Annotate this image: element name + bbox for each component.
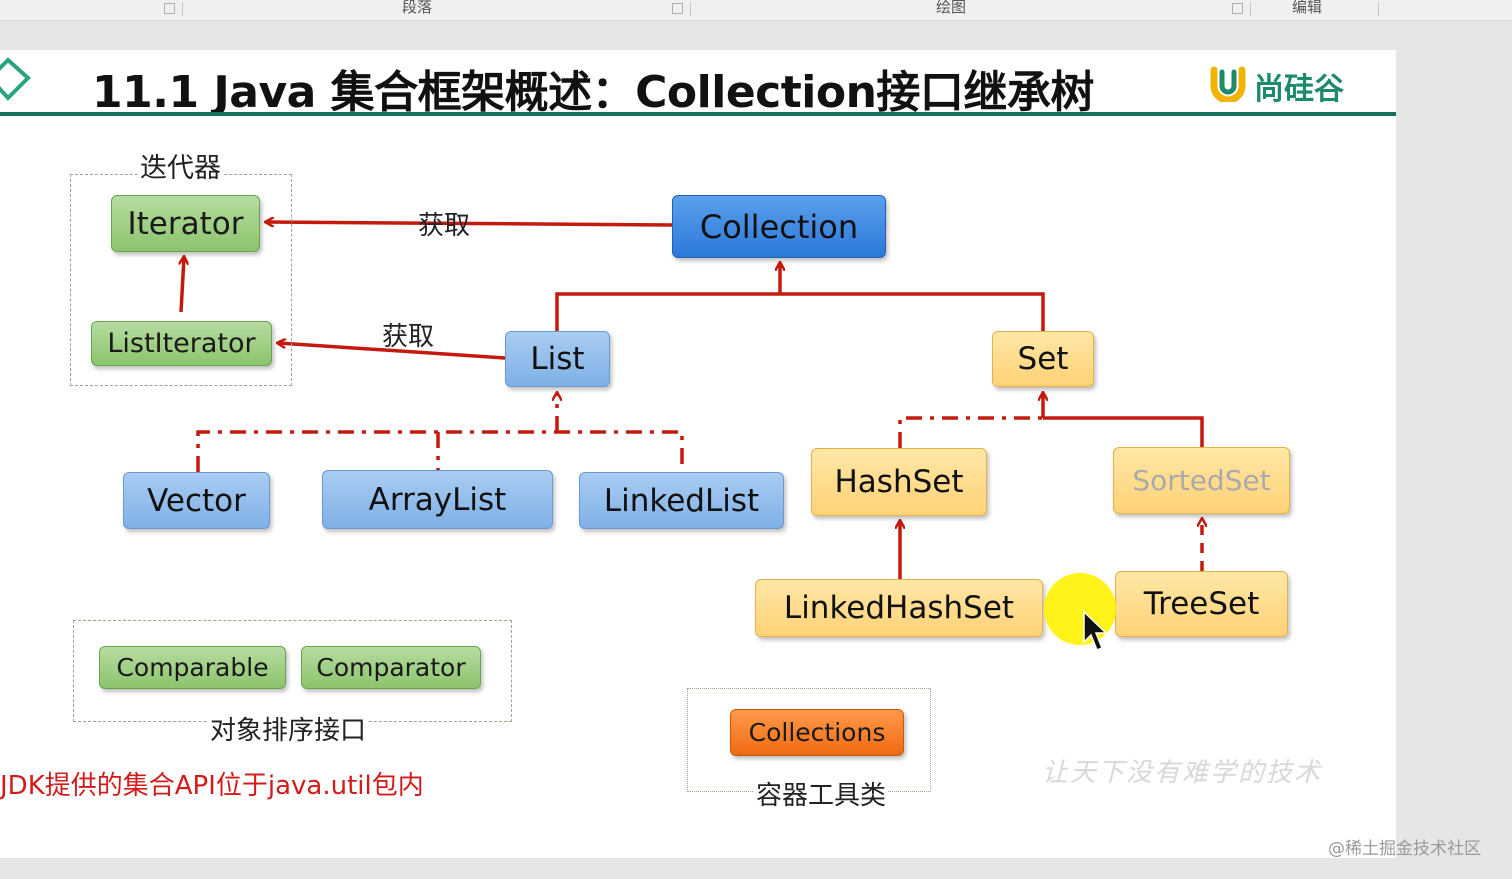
slide-title: 11.1 Java 集合框架概述：Collection接口继承树	[92, 67, 1094, 118]
obtain-label-collection: 获取	[418, 211, 471, 241]
iterator-group-label: 迭代器	[138, 146, 223, 185]
obtain-label-list: 获取	[382, 322, 435, 352]
ribbon-group-drawing[interactable]: 绘图	[936, 0, 967, 16]
dialog-launcher-icon[interactable]	[1232, 3, 1243, 14]
title-rule	[0, 112, 1396, 116]
footer-note: JDK提供的集合API位于java.util包内	[0, 771, 424, 801]
ribbon-separator	[1378, 2, 1379, 16]
dialog-launcher-icon[interactable]	[672, 3, 683, 14]
node-collections[interactable]: Collections	[730, 709, 904, 756]
dialog-launcher-icon[interactable]	[164, 3, 175, 14]
connector-sortedset	[1043, 416, 1204, 447]
brand-name: 尚硅谷	[1254, 72, 1344, 107]
node-list-iterator[interactable]: ListIterator	[91, 321, 272, 366]
connector-list-set	[555, 292, 1045, 331]
node-comparator[interactable]: Comparator	[301, 646, 481, 689]
ribbon-bar: 段落 绘图 编辑	[0, 0, 1512, 21]
arrow-listiterator-to-iterator	[181, 257, 184, 313]
node-linked-list[interactable]: LinkedList	[579, 472, 784, 529]
brand-logo-icon	[1210, 66, 1246, 102]
ribbon-separator	[690, 2, 691, 16]
ribbon-separator	[1250, 2, 1251, 16]
ribbon-group-paragraph[interactable]: 段落	[402, 0, 433, 16]
node-vector[interactable]: Vector	[123, 472, 270, 529]
utils-group-label: 容器工具类	[754, 775, 889, 812]
node-linked-hash-set[interactable]: LinkedHashSet	[755, 579, 1043, 637]
platform-credit: @稀土掘金技术社区	[1328, 839, 1481, 859]
node-set[interactable]: Set	[992, 331, 1094, 387]
node-iterator[interactable]: Iterator	[111, 195, 260, 252]
connector-list-impls	[196, 430, 684, 472]
slide-watermark: 让天下没有难学的技术	[1042, 758, 1323, 788]
sorting-group-label: 对象排序接口	[208, 710, 369, 747]
node-comparable[interactable]: Comparable	[99, 646, 286, 689]
node-sorted-set[interactable]: SortedSet	[1113, 447, 1290, 514]
mouse-pointer-icon	[1083, 610, 1108, 651]
diamond-icon	[0, 57, 31, 101]
connector-hashset	[898, 416, 1043, 448]
arrow-list-to-listiterator	[278, 343, 506, 360]
node-array-list[interactable]: ArrayList	[322, 470, 553, 529]
node-hash-set[interactable]: HashSet	[811, 448, 987, 516]
ribbon-group-editing[interactable]: 编辑	[1292, 0, 1323, 16]
ribbon-separator	[182, 2, 183, 16]
arrow-collection-to-iterator	[266, 222, 673, 225]
node-collection[interactable]: Collection	[672, 195, 886, 258]
node-list[interactable]: List	[505, 331, 610, 387]
node-tree-set[interactable]: TreeSet	[1115, 571, 1288, 637]
